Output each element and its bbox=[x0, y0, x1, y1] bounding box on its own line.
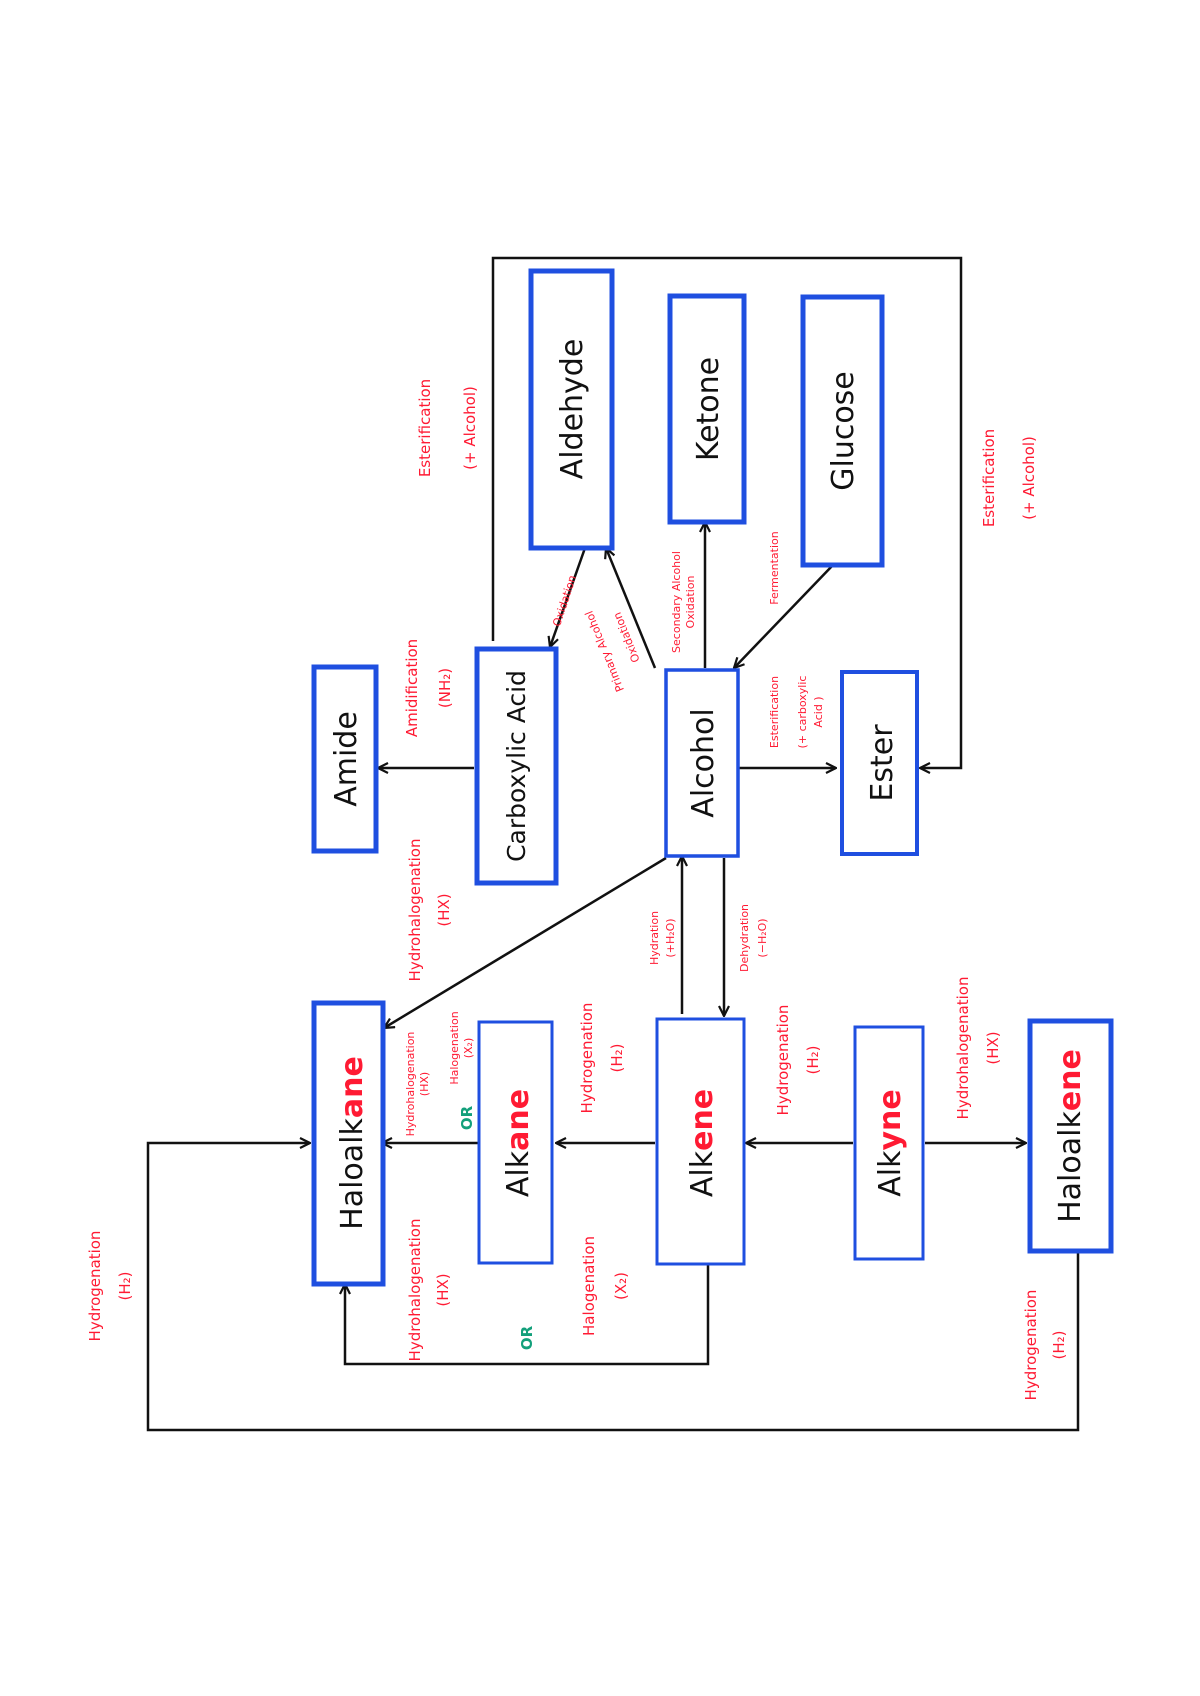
aldehyde-label: Aldehyde bbox=[555, 339, 590, 480]
ketone-label: Ketone bbox=[691, 357, 726, 461]
esterification-acid-label: Esterification bbox=[768, 676, 781, 748]
hydration-label: Hydration bbox=[648, 911, 661, 965]
secondary-alcohol-label: Secondary Alcohol bbox=[670, 551, 683, 653]
hydrogenation-loop-label: Hydrogenation bbox=[86, 1231, 104, 1342]
hydrohalogenation-alkyne-reagent: (HX) bbox=[984, 1031, 1002, 1064]
arrow-alcohol-to-haloalkane bbox=[384, 856, 667, 1028]
hydrohalogenation-alkene-label: Hydrohalogenation bbox=[406, 1219, 424, 1362]
alkyne-prefix: Alk bbox=[873, 1150, 908, 1197]
or-alkene-label: OR bbox=[518, 1325, 536, 1350]
alcohol-label: Alcohol bbox=[686, 708, 721, 817]
carboxylic-acid-label: Carboxylic Acid bbox=[502, 670, 531, 862]
glucose-label: Glucose bbox=[826, 371, 861, 491]
esterification-loop-line bbox=[491, 256, 963, 768]
node-ester: Ester bbox=[840, 670, 919, 856]
hydrogenation-haloalkene-reagent: (H₂) bbox=[1050, 1331, 1068, 1360]
node-alkyne: Alkyne bbox=[853, 1025, 925, 1261]
haloalkane-prefix: Haloalk bbox=[335, 1117, 370, 1229]
node-alkane: Alkane bbox=[477, 1020, 554, 1265]
connector-lines bbox=[146, 256, 1080, 1432]
ester-label: Ester bbox=[865, 724, 900, 802]
alkane-suffix: ane bbox=[501, 1089, 536, 1151]
node-ketone: Ketone bbox=[667, 293, 747, 525]
hydrogenation-alkyne-label: Hydrogenation bbox=[774, 1005, 792, 1116]
node-haloalkane: Haloalkane bbox=[311, 1000, 386, 1287]
hydrohalogenation-alcohol-label: Hydrohalogenation bbox=[406, 839, 424, 982]
hydrogenation-haloalkene-label: Hydrogenation bbox=[1022, 1290, 1040, 1401]
haloalkane-label: Haloalkane bbox=[335, 1056, 370, 1230]
halogenation-alkane-label: Halogenation bbox=[448, 1011, 461, 1084]
node-amide: Amide bbox=[311, 664, 379, 854]
hydrogenation-alkene-reagent: (H₂) bbox=[608, 1044, 626, 1073]
esterification-top-reagent: (+ Alcohol) bbox=[461, 386, 479, 470]
hydrohalogenation-alcohol-reagent: (HX) bbox=[435, 893, 453, 926]
amidification-label: Amidification bbox=[403, 639, 421, 737]
node-alkene: Alkene bbox=[655, 1017, 746, 1266]
dehydration-label: Dehydration bbox=[738, 904, 751, 972]
esterification-right-reagent: (+ Alcohol) bbox=[1020, 436, 1038, 520]
hydrohalogenation-alkene-reagent: (HX) bbox=[434, 1273, 452, 1306]
hydration-reagent: (+H₂O) bbox=[664, 918, 677, 957]
haloalkane-suffix: ane bbox=[335, 1056, 370, 1118]
esterification-acid-reagent-1: (+ carboxylic bbox=[796, 676, 809, 749]
node-haloalkene: Haloalkene bbox=[1027, 1018, 1114, 1254]
hydrohalogenation-alkyne-label: Hydrohalogenation bbox=[954, 977, 972, 1120]
esterification-top-label: Esterification bbox=[416, 379, 434, 477]
hydrogenation-alkene-label: Hydrogenation bbox=[578, 1003, 596, 1114]
arrow-aldehyde-to-acid bbox=[550, 547, 587, 647]
node-carboxylic-acid: Carboxylic Acid bbox=[474, 646, 559, 886]
oxidation-label: Oxidation bbox=[550, 574, 579, 628]
alkene-label: Alkene bbox=[685, 1089, 720, 1197]
hydrogenation-alkyne-reagent: (H₂) bbox=[804, 1046, 822, 1075]
alkyne-label: Alkyne bbox=[873, 1089, 908, 1197]
fermentation-label: Fermentation bbox=[768, 531, 781, 604]
node-glucose: Glucose bbox=[800, 294, 885, 568]
halogenation-alkane-reagent: (X₂) bbox=[462, 1038, 475, 1059]
haloalkene-prefix: Haloalk bbox=[1053, 1111, 1088, 1223]
halogenation-alkene-label: Halogenation bbox=[580, 1236, 598, 1336]
alkene-prefix: Alk bbox=[685, 1150, 720, 1197]
alkyne-suffix: yne bbox=[873, 1089, 908, 1150]
arrow-alcohol-to-aldehyde bbox=[606, 548, 657, 669]
alkene-suffix: ene bbox=[685, 1089, 720, 1151]
hydrohalogenation-alkane-reagent: (HX) bbox=[418, 1072, 431, 1096]
arrow-glucose-to-alcohol bbox=[734, 564, 834, 668]
secondary-alcohol-oxidation-label: Oxidation bbox=[684, 575, 697, 628]
haloalkene-label: Haloalkene bbox=[1053, 1049, 1088, 1223]
hydrohalogenation-alkane-label: Hydrohalogenation bbox=[404, 1032, 417, 1137]
alkane-prefix: Alk bbox=[501, 1150, 536, 1197]
primary-alcohol-oxidation-label: Oxidation bbox=[611, 610, 643, 664]
node-alcohol: Alcohol bbox=[664, 668, 740, 858]
or-alkane-label: OR bbox=[458, 1105, 476, 1130]
halogenation-alkene-reagent: (X₂) bbox=[612, 1272, 630, 1300]
esterification-acid-reagent-2: Acid ) bbox=[812, 696, 825, 727]
dehydration-reagent: (−H₂O) bbox=[756, 918, 769, 957]
alkane-label: Alkane bbox=[501, 1089, 536, 1197]
amide-label: Amide bbox=[329, 711, 364, 807]
amidification-reagent: (NH₂) bbox=[436, 668, 454, 708]
arrow-alkene-to-haloalkane bbox=[345, 1246, 710, 1366]
haloalkene-suffix: ene bbox=[1053, 1049, 1088, 1111]
esterification-right-label: Esterification bbox=[980, 429, 998, 527]
node-aldehyde: Aldehyde bbox=[528, 268, 615, 551]
hydrogenation-loop-reagent: (H₂) bbox=[116, 1272, 134, 1301]
arrow-haloalkene-to-haloalkane bbox=[146, 1143, 1080, 1432]
